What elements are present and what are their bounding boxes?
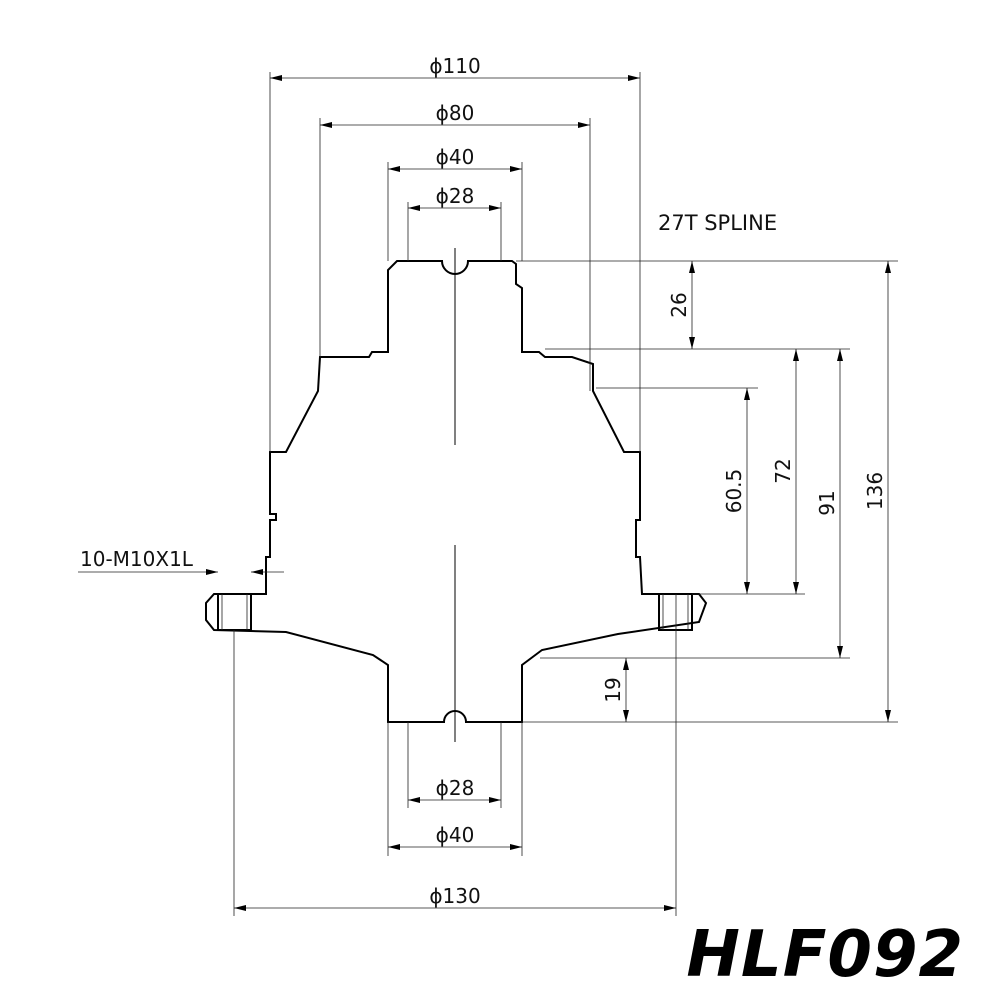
dim-h136: 136 bbox=[863, 472, 887, 510]
dim-d130: ϕ130 bbox=[429, 884, 480, 908]
dimension-lines bbox=[234, 75, 891, 911]
dim-d28-bottom: ϕ28 bbox=[436, 776, 475, 800]
thread-note: 10-M10X1L bbox=[80, 547, 194, 571]
dim-h19: 19 bbox=[601, 677, 625, 702]
extension-lines bbox=[233, 72, 898, 916]
dim-h60-5: 60.5 bbox=[722, 469, 746, 514]
dim-h72: 72 bbox=[771, 458, 795, 483]
thread-hole-right bbox=[658, 593, 693, 631]
dim-h26: 26 bbox=[667, 292, 691, 317]
dim-d40-bottom: ϕ40 bbox=[436, 823, 475, 847]
dim-h91: 91 bbox=[815, 490, 839, 515]
dim-d40-top: ϕ40 bbox=[436, 145, 475, 169]
spline-note: 27T SPLINE bbox=[658, 211, 777, 235]
dim-d28-top: ϕ28 bbox=[436, 184, 475, 208]
dim-d110: ϕ110 bbox=[429, 54, 480, 78]
part-outline bbox=[205, 260, 708, 723]
thread-hole-left bbox=[217, 593, 252, 631]
model-title: HLF092 bbox=[686, 918, 964, 992]
dim-d80: ϕ80 bbox=[436, 101, 475, 125]
